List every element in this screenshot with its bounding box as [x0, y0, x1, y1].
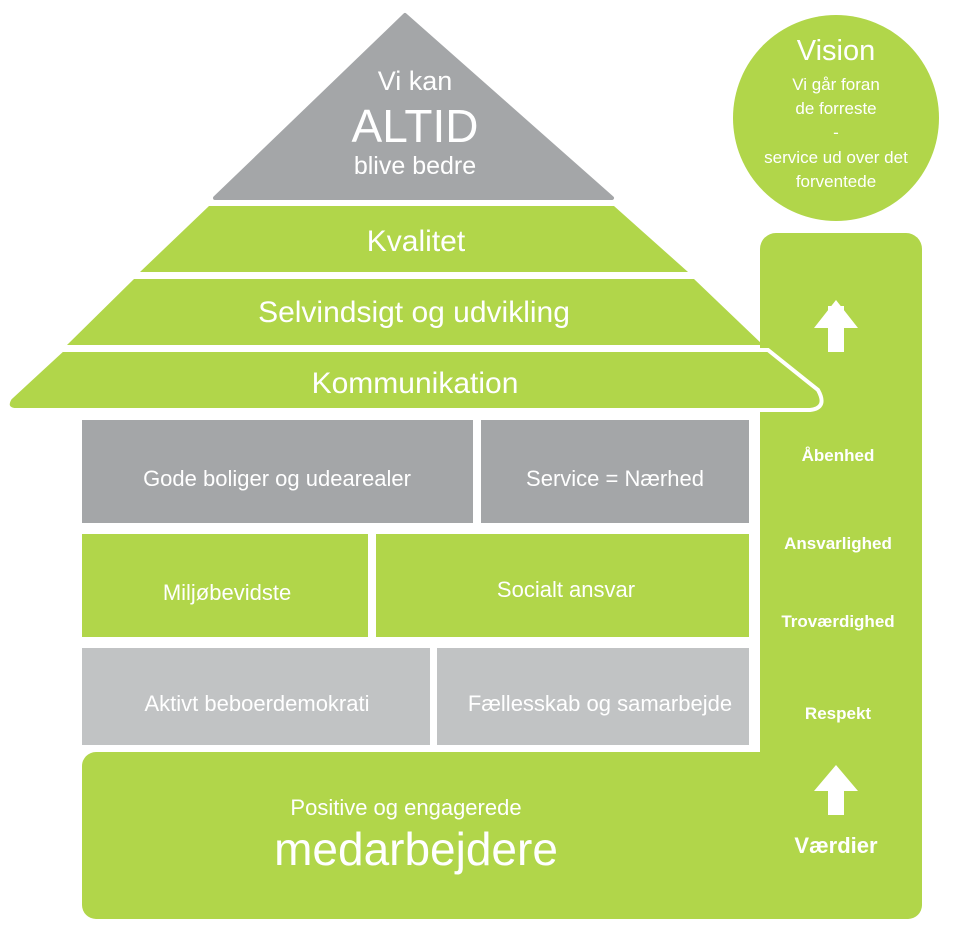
vision-circle: Vision Vi går foran de forreste - servic…: [733, 15, 939, 221]
vision-line: de forreste: [795, 99, 876, 118]
value-item: Ansvarlighed: [784, 534, 892, 553]
roof: Vi kan ALTID blive bedre Kvalitet Selvin…: [5, 13, 824, 412]
vision-title: Vision: [797, 35, 875, 67]
box-label: Socialt ansvar: [497, 577, 635, 602]
roof-top-line2: ALTID: [352, 100, 479, 152]
roof-band-kvalitet: [140, 206, 688, 272]
box-label: Fællesskab og samarbejde: [468, 691, 732, 716]
roof-top-line3: blive bedre: [354, 152, 476, 180]
box-faellesskab: [437, 648, 749, 745]
vision-line: -: [833, 123, 839, 142]
value-item: Respekt: [805, 704, 871, 723]
roof-band-label: Kommunikation: [312, 367, 519, 400]
box-label: Aktivt beboerdemokrati: [145, 691, 370, 716]
roof-band-label: Kvalitet: [367, 225, 466, 258]
vision-line: forventede: [796, 172, 876, 191]
box-aktivt-beboerdemokrati: [82, 648, 430, 745]
box-label: Service = Nærhed: [526, 466, 704, 491]
foundation-line1: Positive og engagerede: [290, 795, 521, 820]
value-item: Åbenhed: [802, 446, 875, 465]
box-miljobevidste: [82, 534, 368, 637]
arrow-up-icon: [814, 300, 858, 328]
box-label: Miljøbevidste: [163, 580, 291, 605]
arrow-up-icon: [814, 765, 858, 791]
roof-band-selvindsigt: [67, 279, 763, 345]
box-gode-boliger: [82, 420, 473, 523]
vision-line: Vi går foran: [792, 75, 880, 94]
roof-band-label: Selvindsigt og udvikling: [258, 296, 570, 329]
foundation: [82, 752, 922, 919]
box-label: Gode boliger og udearealer: [143, 466, 411, 491]
roof-band-kommunikation: [5, 348, 824, 412]
value-item: Troværdighed: [781, 612, 894, 631]
roof-top-line1: Vi kan: [378, 66, 453, 96]
values-label: Værdier: [794, 833, 878, 858]
vision-line: service ud over det: [764, 148, 908, 167]
house-boxes: Gode boliger og udearealer Service = Nær…: [82, 420, 749, 745]
box-socialt-ansvar: [376, 534, 749, 637]
roof-top: [213, 13, 614, 200]
foundation-line2: medarbejdere: [274, 823, 558, 875]
box-service: [481, 420, 749, 523]
